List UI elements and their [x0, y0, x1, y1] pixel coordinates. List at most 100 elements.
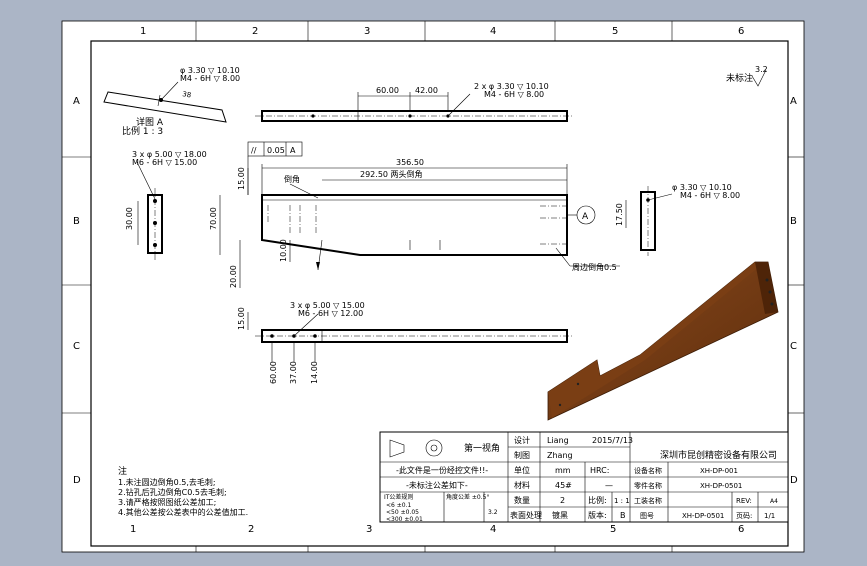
zone-right-D: D	[790, 475, 798, 486]
svg-text:角度公差 ±0.5°: 角度公差 ±0.5°	[446, 493, 489, 501]
svg-text:3 x φ 5.00 ▽ 18.00: 3 x φ 5.00 ▽ 18.00	[132, 150, 207, 159]
svg-text:-未标注公差如下-: -未标注公差如下-	[406, 480, 468, 490]
fcf-datum: A	[290, 146, 296, 155]
svg-text:φ 3.30 ▽ 10.10: φ 3.30 ▽ 10.10	[672, 183, 732, 192]
svg-text:M6 - 6H ▽ 15.00: M6 - 6H ▽ 15.00	[132, 158, 197, 167]
svg-text:4.其他公差按公差表中的公差值加工.: 4.其他公差按公差表中的公差值加工.	[118, 507, 248, 517]
svg-text:φ 3.30 ▽ 10.10: φ 3.30 ▽ 10.10	[180, 66, 240, 75]
svg-text:深圳市昆创精密设备有限公司: 深圳市昆创精密设备有限公司	[660, 449, 777, 461]
fcf-symbol: //	[251, 146, 257, 155]
top-view: 60.00 42.00 2 x φ 3.30 ▽ 10.10 M4 - 6H ▽…	[255, 82, 574, 122]
svg-text:14.00: 14.00	[310, 361, 319, 384]
zone-right-C: C	[790, 341, 797, 352]
title-block: 第一视角 -此文件是一份经控文件!!- -未标注公差如下- IT公差规则 角度公…	[379, 431, 789, 523]
svg-text:设计: 设计	[514, 435, 530, 445]
svg-text:292.50 两头倒角: 292.50 两头倒角	[360, 169, 423, 179]
zone-top-6: 6	[738, 26, 744, 37]
svg-text:<6 ±0.1: <6 ±0.1	[386, 502, 412, 509]
svg-text:60.00: 60.00	[269, 361, 278, 384]
zone-bottom-5: 5	[610, 524, 616, 535]
svg-text:表面处理: 表面处理	[510, 510, 542, 520]
zone-left-A: A	[73, 96, 80, 107]
svg-text:图号: 图号	[640, 512, 654, 520]
zone-bottom-6: 6	[738, 524, 744, 535]
zone-left-C: C	[73, 341, 80, 352]
zone-top-3: 3	[364, 26, 370, 37]
svg-text:倒角: 倒角	[284, 174, 300, 184]
zone-top-5: 5	[612, 26, 618, 37]
svg-text:3.2: 3.2	[755, 65, 768, 74]
svg-text:M6 - 6H ▽ 12.00: M6 - 6H ▽ 12.00	[298, 309, 363, 318]
svg-text:1.未注圆边倒角0.5,去毛刺;: 1.未注圆边倒角0.5,去毛刺;	[118, 477, 216, 487]
svg-text:数量: 数量	[514, 495, 530, 505]
right-end-view: φ 3.30 ▽ 10.10 M4 - 6H ▽ 8.00 17.50	[615, 183, 740, 256]
svg-text:<300 ±0.01: <300 ±0.01	[386, 516, 423, 523]
svg-text:比例 1 : 3: 比例 1 : 3	[122, 125, 163, 137]
zone-ticks	[62, 21, 804, 552]
svg-text:注: 注	[118, 465, 127, 477]
svg-text:A4: A4	[770, 498, 778, 505]
surface-roughness-note: 未标注 3.2	[726, 65, 768, 87]
svg-text:2: 2	[560, 496, 565, 505]
zone-bottom-3: 3	[366, 524, 372, 535]
svg-text:2015/7/13: 2015/7/13	[592, 436, 633, 445]
zone-top-2: 2	[252, 26, 258, 37]
svg-text:XH-DP-0501: XH-DP-0501	[682, 512, 724, 520]
zone-labels: 1 2 3 4 5 6 1 2 3 4 5 6 A B C D A B C D	[73, 26, 798, 535]
zone-top-4: 4	[490, 26, 496, 37]
svg-text:60.00: 60.00	[376, 86, 399, 95]
svg-text:IT公差规则: IT公差规则	[384, 493, 413, 501]
svg-text:版本:: 版本:	[588, 510, 607, 520]
svg-text:15.00: 15.00	[237, 307, 246, 330]
svg-text:3.请严格按照图纸公差加工;: 3.请严格按照图纸公差加工;	[118, 497, 216, 507]
zone-top-1: 1	[140, 26, 146, 37]
svg-text:42.00: 42.00	[415, 86, 438, 95]
svg-text:第一视角: 第一视角	[464, 442, 500, 454]
svg-text:15.00: 15.00	[237, 167, 246, 190]
svg-text:1 : 1: 1 : 1	[614, 497, 630, 505]
svg-text:M4 - 6H ▽ 8.00: M4 - 6H ▽ 8.00	[484, 90, 544, 99]
svg-text:45#: 45#	[555, 481, 572, 490]
zone-right-A: A	[790, 96, 797, 107]
svg-text:制图: 制图	[514, 450, 530, 460]
svg-text:<50 ±0.05: <50 ±0.05	[386, 509, 419, 516]
zone-bottom-4: 4	[490, 524, 496, 535]
fcf-tolerance: 0.05	[267, 146, 285, 155]
svg-text:356.50: 356.50	[396, 158, 424, 167]
svg-text:2 x φ 3.30 ▽ 10.10: 2 x φ 3.30 ▽ 10.10	[474, 82, 549, 91]
left-end-view: 3 x φ 5.00 ▽ 18.00 M6 - 6H ▽ 15.00 30.00	[125, 150, 207, 260]
svg-text:HRC:: HRC:	[590, 466, 609, 475]
svg-text:工装名称: 工装名称	[634, 496, 662, 505]
svg-text:单位: 单位	[514, 465, 530, 475]
svg-text:20.00: 20.00	[229, 265, 238, 288]
svg-text:38: 38	[182, 90, 192, 99]
svg-text:详图 A: 详图 A	[136, 116, 164, 128]
zone-bottom-1: 1	[130, 524, 136, 535]
svg-text:设备名称: 设备名称	[634, 466, 662, 475]
zone-bottom-2: 2	[248, 524, 254, 535]
bottom-view: 3 x φ 5.00 ▽ 15.00 M6 - 6H ▽ 12.00 15.00…	[237, 301, 574, 384]
svg-text:零件名称: 零件名称	[634, 481, 662, 490]
svg-text:页码:: 页码:	[736, 512, 752, 520]
zone-right-B: B	[790, 216, 797, 227]
part-3d-render	[547, 261, 779, 421]
svg-text:2.钻孔后孔边倒角C0.5去毛刺;: 2.钻孔后孔边倒角C0.5去毛刺;	[118, 487, 227, 497]
svg-text:REV:: REV:	[736, 497, 752, 505]
notes-block: 注 1.未注圆边倒角0.5,去毛刺; 2.钻孔后孔边倒角C0.5去毛刺; 3.请…	[118, 465, 248, 517]
svg-text:mm: mm	[555, 466, 571, 475]
svg-text:Liang: Liang	[547, 436, 569, 445]
svg-text:未标注: 未标注	[726, 72, 753, 84]
svg-text:70.00: 70.00	[209, 207, 218, 230]
svg-text:XH-DP-0501: XH-DP-0501	[700, 482, 742, 490]
svg-text:B: B	[620, 511, 626, 520]
svg-text:10.00: 10.00	[279, 239, 288, 262]
svg-text:镀黑: 镀黑	[552, 510, 568, 520]
front-view: // 0.05 A 356.50 292.50 两头倒角 倒角 15.00 70…	[209, 141, 620, 288]
svg-text:M4 - 6H ▽ 8.00: M4 - 6H ▽ 8.00	[180, 74, 240, 83]
svg-text:-此文件是一份经控文件!!-: -此文件是一份经控文件!!-	[396, 465, 488, 475]
svg-text:3 x φ 5.00 ▽ 15.00: 3 x φ 5.00 ▽ 15.00	[290, 301, 365, 310]
svg-text:材料: 材料	[514, 480, 530, 490]
inner-frame	[90, 40, 789, 547]
svg-text:3.2: 3.2	[488, 509, 498, 516]
